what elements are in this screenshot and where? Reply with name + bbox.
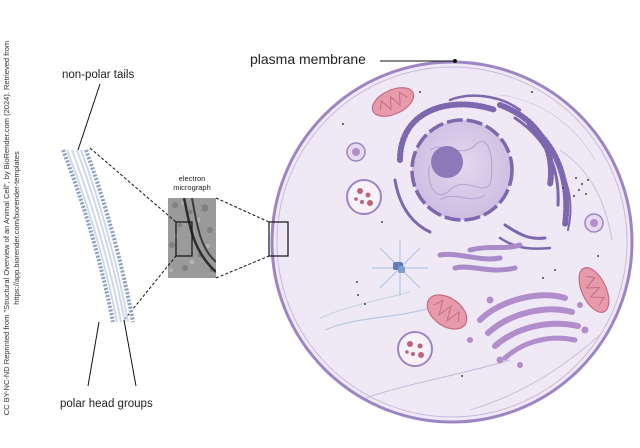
vesicle-lower <box>397 331 433 367</box>
peroxisome-right <box>584 213 604 233</box>
cytoskeleton-fibers <box>319 94 613 411</box>
mitochondrion-right <box>578 267 610 313</box>
image-credit: CC BY-NC-ND Reprinted from "Structural O… <box>2 18 22 438</box>
golgi-apparatus <box>477 292 581 361</box>
endoplasmic-reticulum <box>393 94 572 250</box>
lipid-bilayer <box>61 149 135 323</box>
ribosomes <box>342 91 599 377</box>
label-non-polar-tails: non-polar tails <box>62 69 135 81</box>
nucleolus <box>431 146 463 178</box>
label-pointers <box>77 60 455 387</box>
cell-body <box>270 60 634 424</box>
centrosome <box>372 240 428 296</box>
animal-cell <box>270 60 634 424</box>
membrane-zoom-box <box>268 221 289 257</box>
label-em-line2: micrograph <box>173 183 211 192</box>
micrograph-zoom-box <box>175 221 193 257</box>
credit-line2: https://app.biorender.com/biorender-temp… <box>12 151 21 305</box>
mitochondrion-top <box>371 87 415 117</box>
label-polar-head-groups: polar head groups <box>60 398 153 410</box>
vesicle-upper <box>346 179 382 215</box>
label-plasma-membrane: plasma membrane <box>250 51 366 67</box>
label-electron-micrograph: electron micrograph <box>168 174 216 192</box>
mitochondrion-left <box>426 294 468 330</box>
smooth-er <box>437 242 523 273</box>
golgi-vesicles <box>467 296 589 368</box>
label-em-line1: electron <box>178 174 206 183</box>
peroxisome-left <box>346 142 366 162</box>
nucleus <box>410 118 514 222</box>
credit-line1: CC BY-NC-ND Reprinted from "Structural O… <box>2 40 11 416</box>
plasma-membrane-pointer-dot <box>453 59 457 63</box>
electron-micrograph <box>168 198 216 278</box>
zoom-connectors <box>89 147 270 321</box>
